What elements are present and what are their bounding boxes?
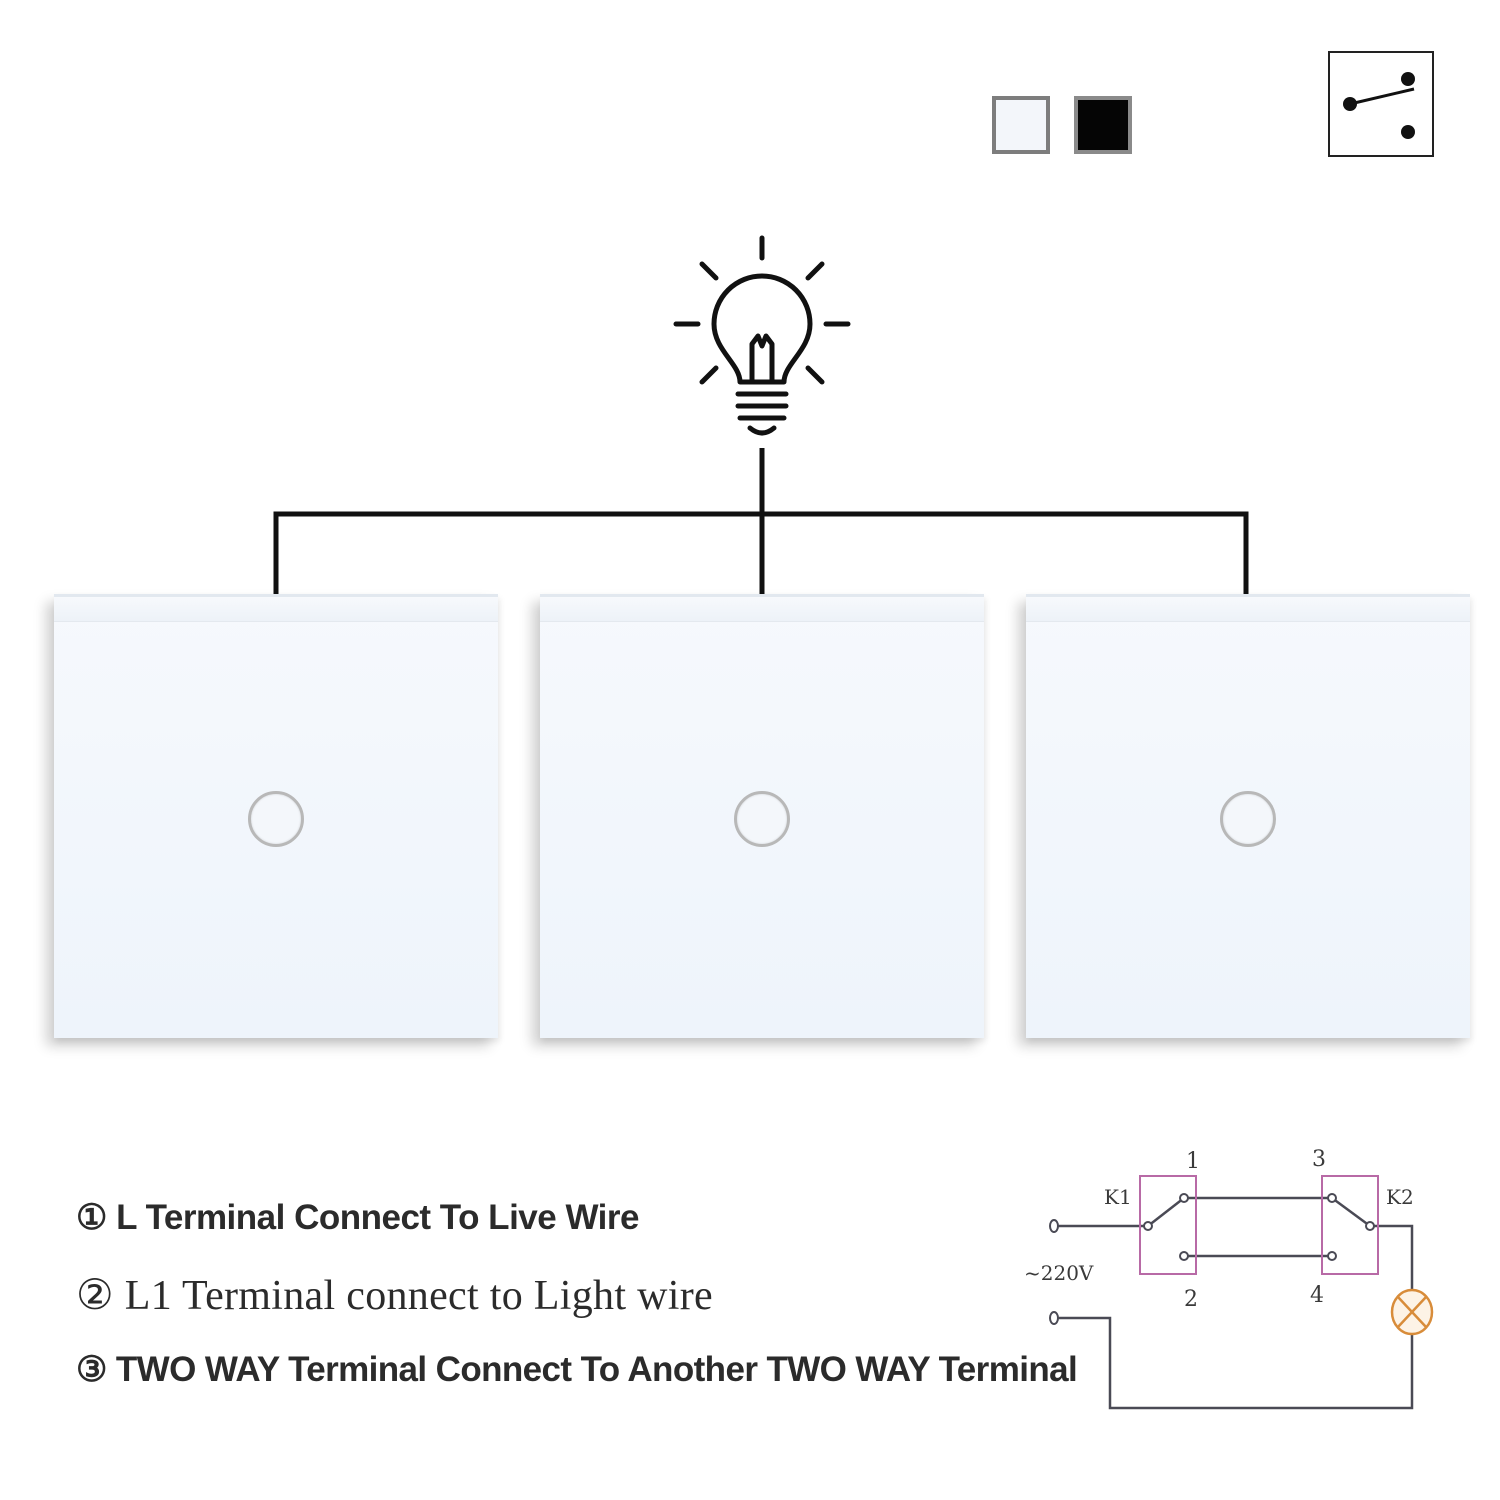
label-k1: K1 bbox=[1104, 1185, 1132, 1209]
label-terminal-2: 2 bbox=[1184, 1287, 1198, 1312]
instruction-l1-terminal: ② L1 Terminal connect to Light wire bbox=[76, 1273, 713, 1319]
switch-panel-2 bbox=[540, 594, 984, 1038]
touch-button[interactable] bbox=[1220, 791, 1276, 847]
instruction-l-terminal: ① L Terminal Connect To Live Wire bbox=[76, 1198, 639, 1237]
instruction-two-way-terminal: ③ TWO WAY Terminal Connect To Another TW… bbox=[76, 1350, 1078, 1389]
switch-symbol-icon bbox=[1328, 51, 1434, 157]
switch-panel-1 bbox=[54, 594, 498, 1038]
wiring-circuit-diagram: K1 K2 1 2 3 4 ~220V bbox=[1024, 1147, 1434, 1410]
color-swatch-white[interactable] bbox=[992, 96, 1050, 154]
label-voltage: ~220V bbox=[1024, 1261, 1094, 1285]
label-terminal-1: 1 bbox=[1186, 1149, 1200, 1174]
lamp-icon bbox=[1390, 1288, 1434, 1336]
label-terminal-4: 4 bbox=[1310, 1283, 1324, 1308]
switch-panel-3 bbox=[1026, 594, 1470, 1038]
light-bulb-icon bbox=[673, 235, 851, 436]
label-k2: K2 bbox=[1386, 1185, 1414, 1209]
color-swatch-black[interactable] bbox=[1074, 96, 1132, 154]
label-terminal-3: 3 bbox=[1312, 1147, 1326, 1172]
touch-button[interactable] bbox=[248, 791, 304, 847]
touch-button[interactable] bbox=[734, 791, 790, 847]
